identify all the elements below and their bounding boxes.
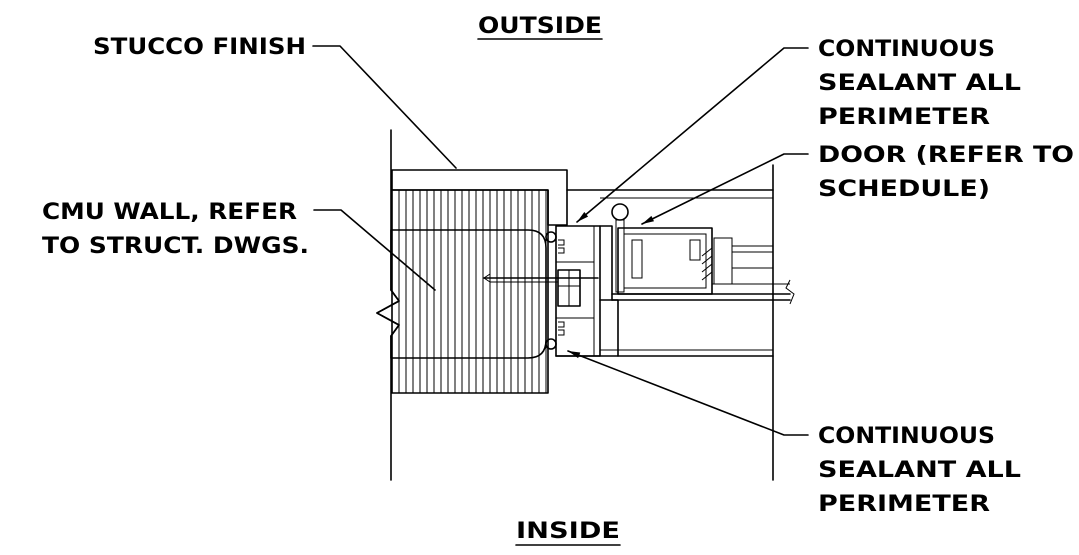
sealant-top-label-line-2: SEALANT ALL — [818, 71, 1021, 96]
sealant-bottom-label-line-2: SEALANT ALL — [818, 458, 1021, 483]
leader-stucco-finish — [312, 45, 457, 169]
glazing-stop-profile — [713, 237, 733, 285]
leader-line — [641, 153, 809, 225]
glazing-gasket-hatch — [701, 247, 713, 257]
door-label-line-1: DOOR (REFER TO — [818, 143, 1074, 168]
leader-sealant-bottom — [567, 350, 809, 436]
glazing-gasket-hatch — [701, 255, 713, 265]
door-frame-jamb — [555, 225, 619, 357]
door-stile-inner — [623, 233, 707, 289]
leader-sealant-top — [576, 47, 809, 223]
inside-label: INSIDE — [516, 519, 620, 544]
door-leaf — [611, 227, 795, 305]
weatherstrip-pile — [558, 247, 565, 254]
leader-line — [576, 47, 809, 223]
leader-line — [567, 350, 809, 436]
sealant-bottom-label-line-1: CONTINUOUS — [818, 424, 995, 449]
door-stop — [599, 225, 613, 301]
lock-body — [631, 239, 643, 279]
wall-edge-line — [376, 129, 400, 481]
shim — [557, 269, 581, 307]
weatherstrip-pile — [558, 239, 565, 246]
sealant-bottom-label-line-3: PERIMETER — [818, 492, 990, 517]
pull-knob — [611, 203, 629, 221]
stucco-finish — [391, 169, 568, 226]
arrowhead — [568, 351, 581, 359]
sealant-top-label-line-1: CONTINUOUS — [818, 37, 995, 62]
weatherstrip-pile — [558, 321, 565, 328]
strike-detail — [689, 239, 701, 261]
glazing-gasket-hatch — [701, 263, 713, 273]
door-leaf-break-symbol — [785, 279, 795, 305]
glazing-stop — [701, 237, 773, 285]
sealant-top-label-line-3: PERIMETER — [818, 105, 990, 130]
arrowhead — [577, 212, 589, 222]
cmu-wall-label-line-2: TO STRUCT. DWGS. — [42, 234, 309, 259]
cmu-hatch — [398, 190, 547, 393]
outside-label: OUTSIDE — [478, 14, 602, 39]
anchor-fastener — [483, 273, 599, 283]
wall-break-symbol — [376, 289, 400, 337]
stucco-finish-label: STUCCO FINISH — [93, 35, 306, 60]
glazing-gasket-hatch — [701, 271, 713, 281]
leader-line — [313, 209, 436, 291]
door-label-line-2: SCHEDULE) — [818, 177, 990, 202]
leader-door — [641, 153, 809, 225]
jamb-lower-leg — [599, 299, 619, 357]
leader-cmu-wall — [313, 209, 436, 291]
cmu-wall-label-line-1: CMU WALL, REFER — [42, 200, 297, 225]
arrowhead — [642, 215, 654, 224]
door-hardware-pull — [611, 203, 629, 293]
cmu-wall — [376, 189, 549, 394]
fastener-tip — [483, 273, 491, 283]
leader-line — [312, 45, 457, 169]
weatherstrip-pile — [558, 329, 565, 336]
